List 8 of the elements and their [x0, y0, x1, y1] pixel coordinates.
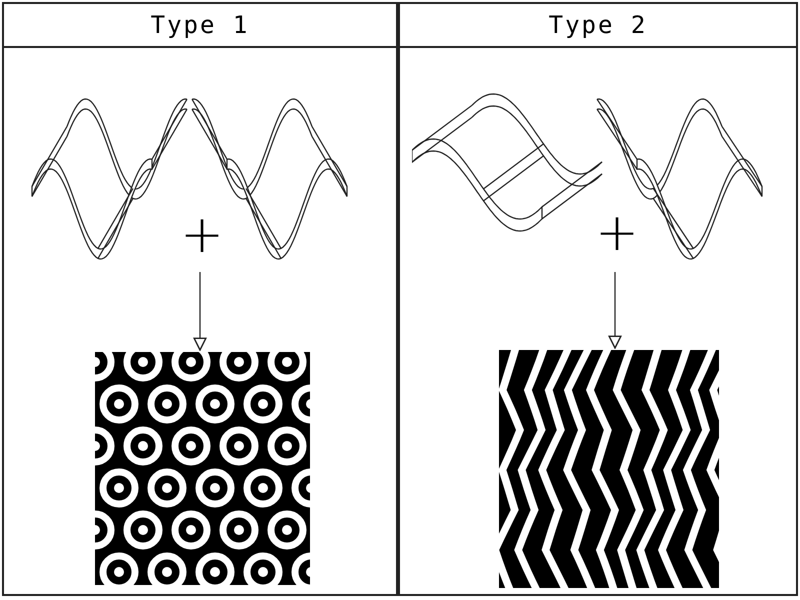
arrow	[608, 272, 622, 349]
column-heading: Type 2	[400, 4, 796, 48]
plus-sign: +	[180, 209, 224, 261]
column-heading: Type 1	[4, 4, 396, 48]
table-column	[2, 2, 398, 596]
table-column	[398, 2, 798, 596]
plus-sign: +	[595, 207, 639, 259]
arrow	[193, 272, 207, 351]
